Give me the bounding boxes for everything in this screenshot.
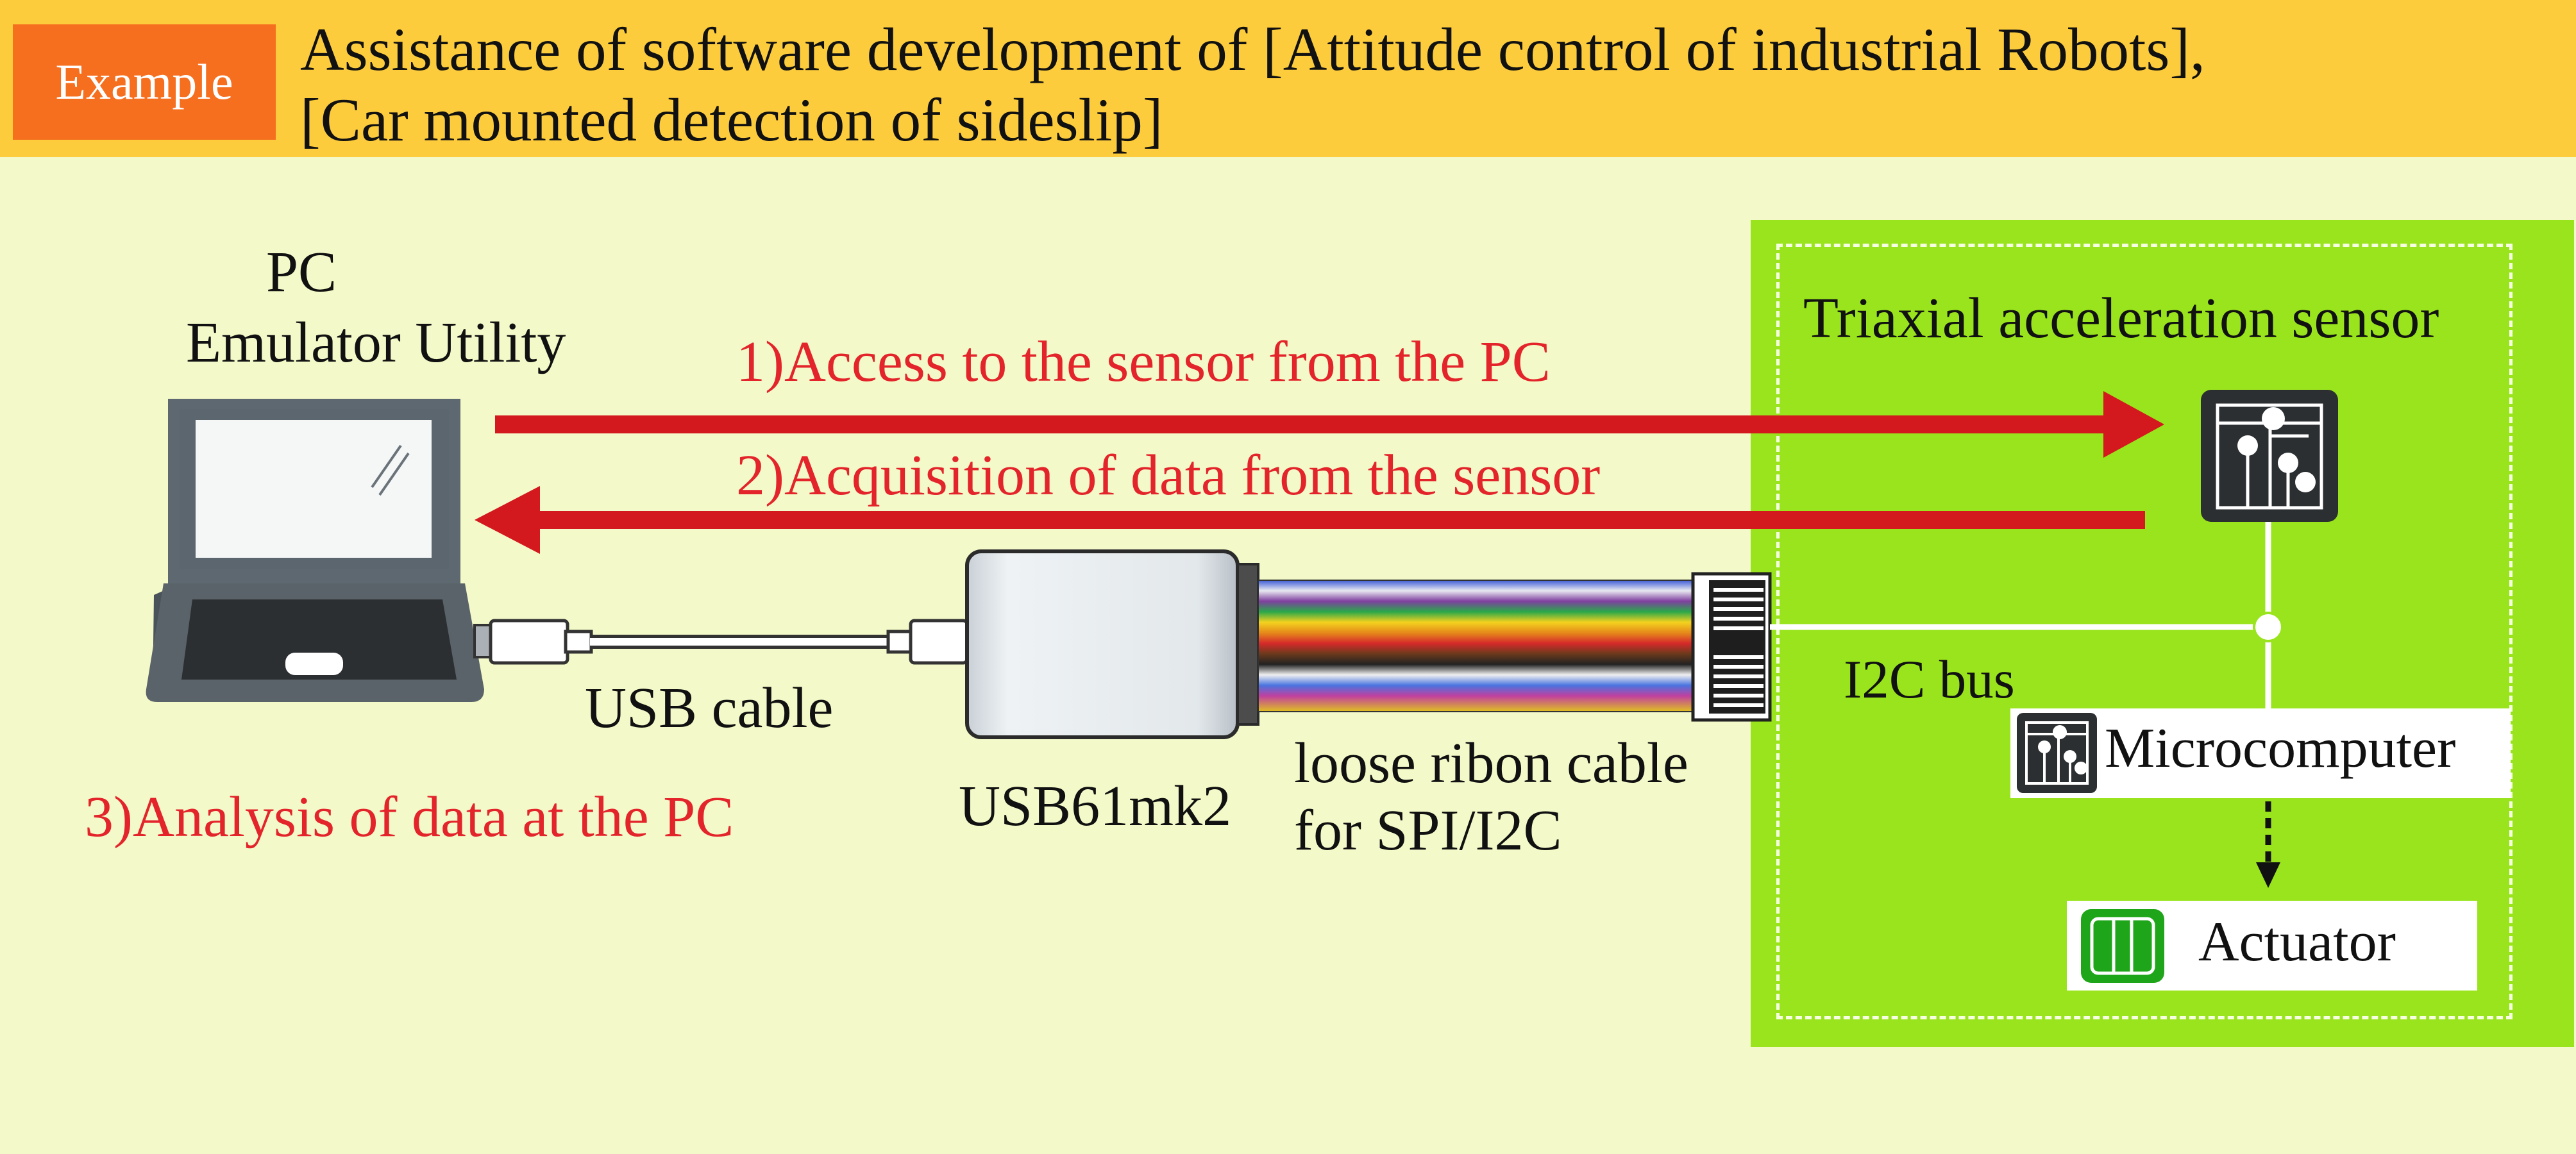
bus-junction: [2253, 612, 2284, 642]
title-line-2: [Car mounted detection of sideslip]: [300, 86, 1163, 154]
microcomputer-label: Microcomputer: [2105, 717, 2456, 780]
ribbon-cable-label: loose ribon cable for SPI/I2C: [1294, 730, 1688, 864]
step-2-label: 2)Acquisition of data from the sensor: [736, 444, 1601, 507]
target-board-border: [1776, 244, 2513, 1019]
device-label: USB61mk2: [959, 774, 1232, 838]
step-3-label: 3)Analysis of data at the PC: [85, 785, 734, 849]
arrow-sensor-to-pc: [475, 486, 2145, 554]
microcomputer-chip-icon: [2017, 713, 2097, 793]
arrow-pc-to-sensor: [495, 391, 2164, 458]
usb-cable-label: USB cable: [585, 676, 834, 740]
actuator-label: Actuator: [2198, 911, 2396, 973]
arrow-micro-to-actuator: [2256, 801, 2280, 888]
usb-cable-icon: [473, 619, 969, 665]
example-badge: Example: [13, 24, 276, 140]
ribbon-label-line-2: for SPI/I2C: [1294, 799, 1562, 862]
title-line-1: Assistance of software development of [A…: [300, 15, 2205, 83]
ribbon-label-line-1: loose ribon cable: [1294, 732, 1688, 795]
usb61mk2-device-icon: [965, 549, 1259, 739]
actuator-icon: [2081, 909, 2164, 983]
laptop-icon: [146, 399, 484, 702]
pc-label-line-1: PC: [265, 240, 337, 304]
i2c-bus-label: I2C bus: [1844, 649, 2015, 710]
pc-label: PC Emulator Utility: [186, 237, 566, 378]
header-bar: [0, 0, 2576, 157]
sensor-label: Triaxial acceleration sensor: [1803, 287, 2439, 350]
step-1-label: 1)Access to the sensor from the PC: [736, 330, 1551, 394]
pc-label-line-2: Emulator Utility: [186, 311, 566, 374]
sensor-chip-icon: [2201, 390, 2338, 522]
page-title: Assistance of software development of [A…: [300, 14, 2545, 155]
ribbon-cable-icon: [1258, 572, 1772, 722]
